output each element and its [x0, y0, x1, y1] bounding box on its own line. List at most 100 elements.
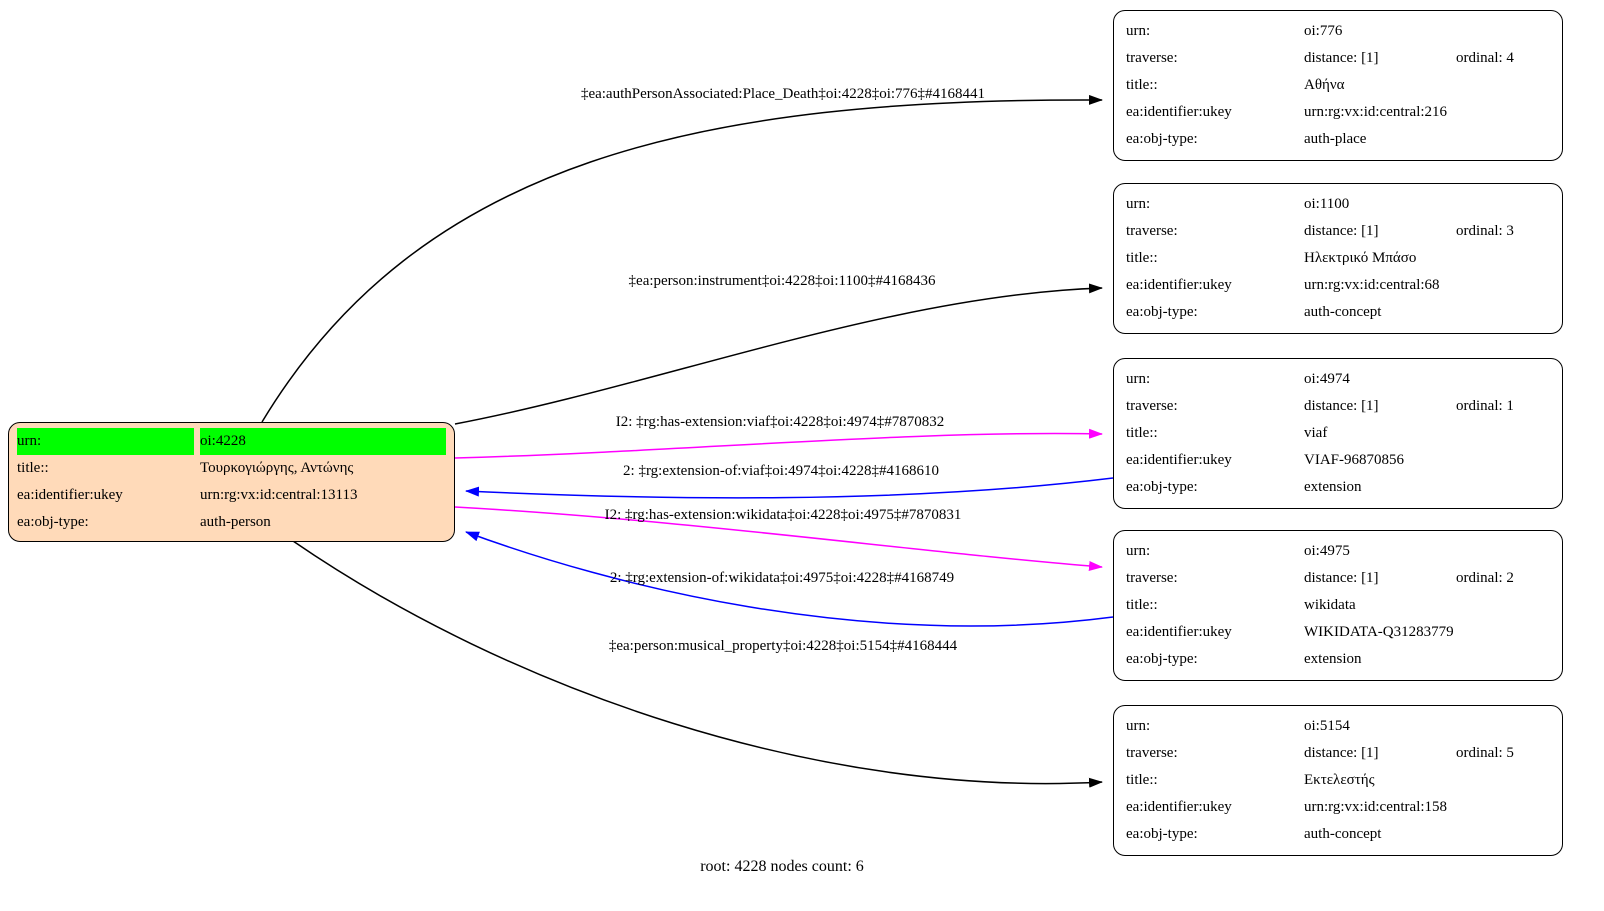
objtype-label: ea:obj-type:: [1126, 131, 1198, 147]
title-value: viaf: [1304, 425, 1328, 441]
node-row-title: title:: Ηλεκτρικό Μπάσο: [1126, 245, 1550, 272]
edge-label-person-instrument: ‡ea:person:instrument‡oi:4228‡oi:1100‡#4…: [628, 273, 936, 289]
objtype-label: ea:obj-type:: [17, 514, 89, 530]
title-label: title::: [1126, 250, 1158, 266]
edge-label-authPersonAssociated-place-death: ‡ea:authPersonAssociated:Place_Death‡oi:…: [580, 86, 986, 102]
node-row-traverse: traverse: distance: [1] ordinal: 4: [1126, 45, 1550, 72]
objtype-value: auth-place: [1304, 131, 1367, 147]
title-value: Εκτελεστής: [1304, 772, 1375, 788]
ukey-label: ea:identifier:ukey: [1126, 452, 1232, 468]
ukey-value: WIKIDATA-Q31283779: [1304, 624, 1454, 640]
edge-person-musical-property: [292, 540, 1103, 788]
node-row-title: title:: Εκτελεστής: [1126, 767, 1550, 794]
urn-label: urn:: [1126, 196, 1151, 212]
graph-caption: root: 4228 nodes count: 6: [700, 858, 864, 875]
ukey-value: urn:rg:vx:id:central:158: [1304, 799, 1448, 815]
objtype-label: ea:obj-type:: [1126, 651, 1198, 667]
urn-label: urn:: [17, 428, 194, 455]
urn-value: oi:776: [1304, 23, 1343, 39]
edge-label-has-extension-viaf: I2: ‡rg:has-extension:viaf‡oi:4228‡oi:49…: [615, 414, 945, 430]
distance-value: distance: [1]: [1304, 223, 1379, 239]
node-oi-4974: urn: oi:4974 traverse: distance: [1] ord…: [1113, 358, 1563, 509]
node-oi-776: urn: oi:776 traverse: distance: [1] ordi…: [1113, 10, 1563, 161]
node-oi-1100: urn: oi:1100 traverse: distance: [1] ord…: [1113, 183, 1563, 334]
title-value: wikidata: [1304, 597, 1356, 613]
traverse-label: traverse:: [1126, 745, 1178, 761]
node-oi-4975: urn: oi:4975 traverse: distance: [1] ord…: [1113, 530, 1563, 681]
ukey-value: urn:rg:vx:id:central:68: [1304, 277, 1440, 293]
ukey-value: urn:rg:vx:id:central:216: [1304, 104, 1448, 120]
ukey-label: ea:identifier:ukey: [1126, 799, 1232, 815]
urn-label: urn:: [1126, 371, 1151, 387]
node-row-ukey: ea:identifier:ukey WIKIDATA-Q31283779: [1126, 619, 1550, 646]
traverse-label: traverse:: [1126, 50, 1178, 66]
urn-value: oi:4228: [200, 428, 446, 455]
title-label: title::: [1126, 77, 1158, 93]
edge-has-extension-viaf: [454, 428, 1103, 459]
node-oi-5154: urn: oi:5154 traverse: distance: [1] ord…: [1113, 705, 1563, 856]
urn-label: urn:: [1126, 718, 1151, 734]
node-row-traverse: traverse: distance: [1] ordinal: 5: [1126, 740, 1550, 767]
edge-person-instrument: [454, 283, 1103, 425]
edge-extension-of-wikidata: [465, 531, 1114, 627]
node-row-objtype: ea:obj-type: auth-concept: [1126, 821, 1550, 848]
distance-value: distance: [1]: [1304, 398, 1379, 414]
node-row-urn: urn: oi:4228: [17, 428, 446, 455]
edge-label-extension-of-viaf: 2: ‡rg:extension-of:viaf‡oi:4974‡oi:4228…: [623, 463, 939, 479]
urn-label: urn:: [1126, 543, 1151, 559]
node-row-title: title:: Τουρκογιώργης, Αντώνης: [17, 455, 446, 482]
ordinal-value: ordinal: 5: [1456, 745, 1514, 761]
node-row-urn: urn: oi:1100: [1126, 191, 1550, 218]
ukey-value: urn:rg:vx:id:central:13113: [200, 487, 358, 503]
node-row-objtype: ea:obj-type: auth-place: [1126, 126, 1550, 153]
edge-label-extension-of-wikidata: 2: ‡rg:extension-of:wikidata‡oi:4975‡oi:…: [609, 570, 955, 586]
edge-extension-of-viaf: [465, 477, 1114, 499]
distance-value: distance: [1]: [1304, 570, 1379, 586]
node-row-ukey: ea:identifier:ukey urn:rg:vx:id:central:…: [1126, 794, 1550, 821]
objtype-value: auth-concept: [1304, 304, 1382, 320]
edge-label-has-extension-wikidata: I2: ‡rg:has-extension:wikidata‡oi:4228‡o…: [604, 507, 962, 523]
node-row-ukey: ea:identifier:ukey urn:rg:vx:id:central:…: [1126, 99, 1550, 126]
node-row-urn: urn: oi:4974: [1126, 366, 1550, 393]
node-root-oi-4228: urn: oi:4228 title:: Τουρκογιώργης, Αντώ…: [8, 422, 455, 542]
ukey-value: VIAF-96870856: [1304, 452, 1404, 468]
title-label: title::: [1126, 425, 1158, 441]
node-row-traverse: traverse: distance: [1] ordinal: 3: [1126, 218, 1550, 245]
title-label: title::: [17, 460, 49, 476]
title-label: title::: [1126, 597, 1158, 613]
node-row-objtype: ea:obj-type: extension: [1126, 646, 1550, 673]
edge-authPersonAssociated-place-death: [261, 94, 1103, 423]
urn-value: oi:5154: [1304, 718, 1350, 734]
node-row-ukey: ea:identifier:ukey VIAF-96870856: [1126, 447, 1550, 474]
node-row-ukey: ea:identifier:ukey urn:rg:vx:id:central:…: [1126, 272, 1550, 299]
objtype-value: auth-person: [200, 514, 271, 530]
ordinal-value: ordinal: 1: [1456, 398, 1514, 414]
node-row-traverse: traverse: distance: [1] ordinal: 1: [1126, 393, 1550, 420]
objtype-label: ea:obj-type:: [1126, 826, 1198, 842]
ukey-label: ea:identifier:ukey: [17, 487, 123, 503]
traverse-label: traverse:: [1126, 398, 1178, 414]
node-row-urn: urn: oi:5154: [1126, 713, 1550, 740]
node-row-objtype: ea:obj-type: auth-person: [17, 509, 446, 536]
node-row-objtype: ea:obj-type: auth-concept: [1126, 299, 1550, 326]
traverse-label: traverse:: [1126, 223, 1178, 239]
urn-value: oi:1100: [1304, 196, 1350, 212]
edge-has-extension-wikidata: [454, 506, 1103, 571]
node-row-title: title:: wikidata: [1126, 592, 1550, 619]
title-value: Ηλεκτρικό Μπάσο: [1304, 250, 1417, 266]
distance-value: distance: [1]: [1304, 745, 1379, 761]
objtype-value: extension: [1304, 651, 1362, 667]
node-row-objtype: ea:obj-type: extension: [1126, 474, 1550, 501]
node-row-title: title:: Αθήνα: [1126, 72, 1550, 99]
objtype-value: extension: [1304, 479, 1362, 495]
ordinal-value: ordinal: 3: [1456, 223, 1514, 239]
ukey-label: ea:identifier:ukey: [1126, 277, 1232, 293]
node-row-urn: urn: oi:4975: [1126, 538, 1550, 565]
title-label: title::: [1126, 772, 1158, 788]
distance-value: distance: [1]: [1304, 50, 1379, 66]
title-value: Τουρκογιώργης, Αντώνης: [200, 460, 354, 476]
ukey-label: ea:identifier:ukey: [1126, 624, 1232, 640]
objtype-label: ea:obj-type:: [1126, 304, 1198, 320]
